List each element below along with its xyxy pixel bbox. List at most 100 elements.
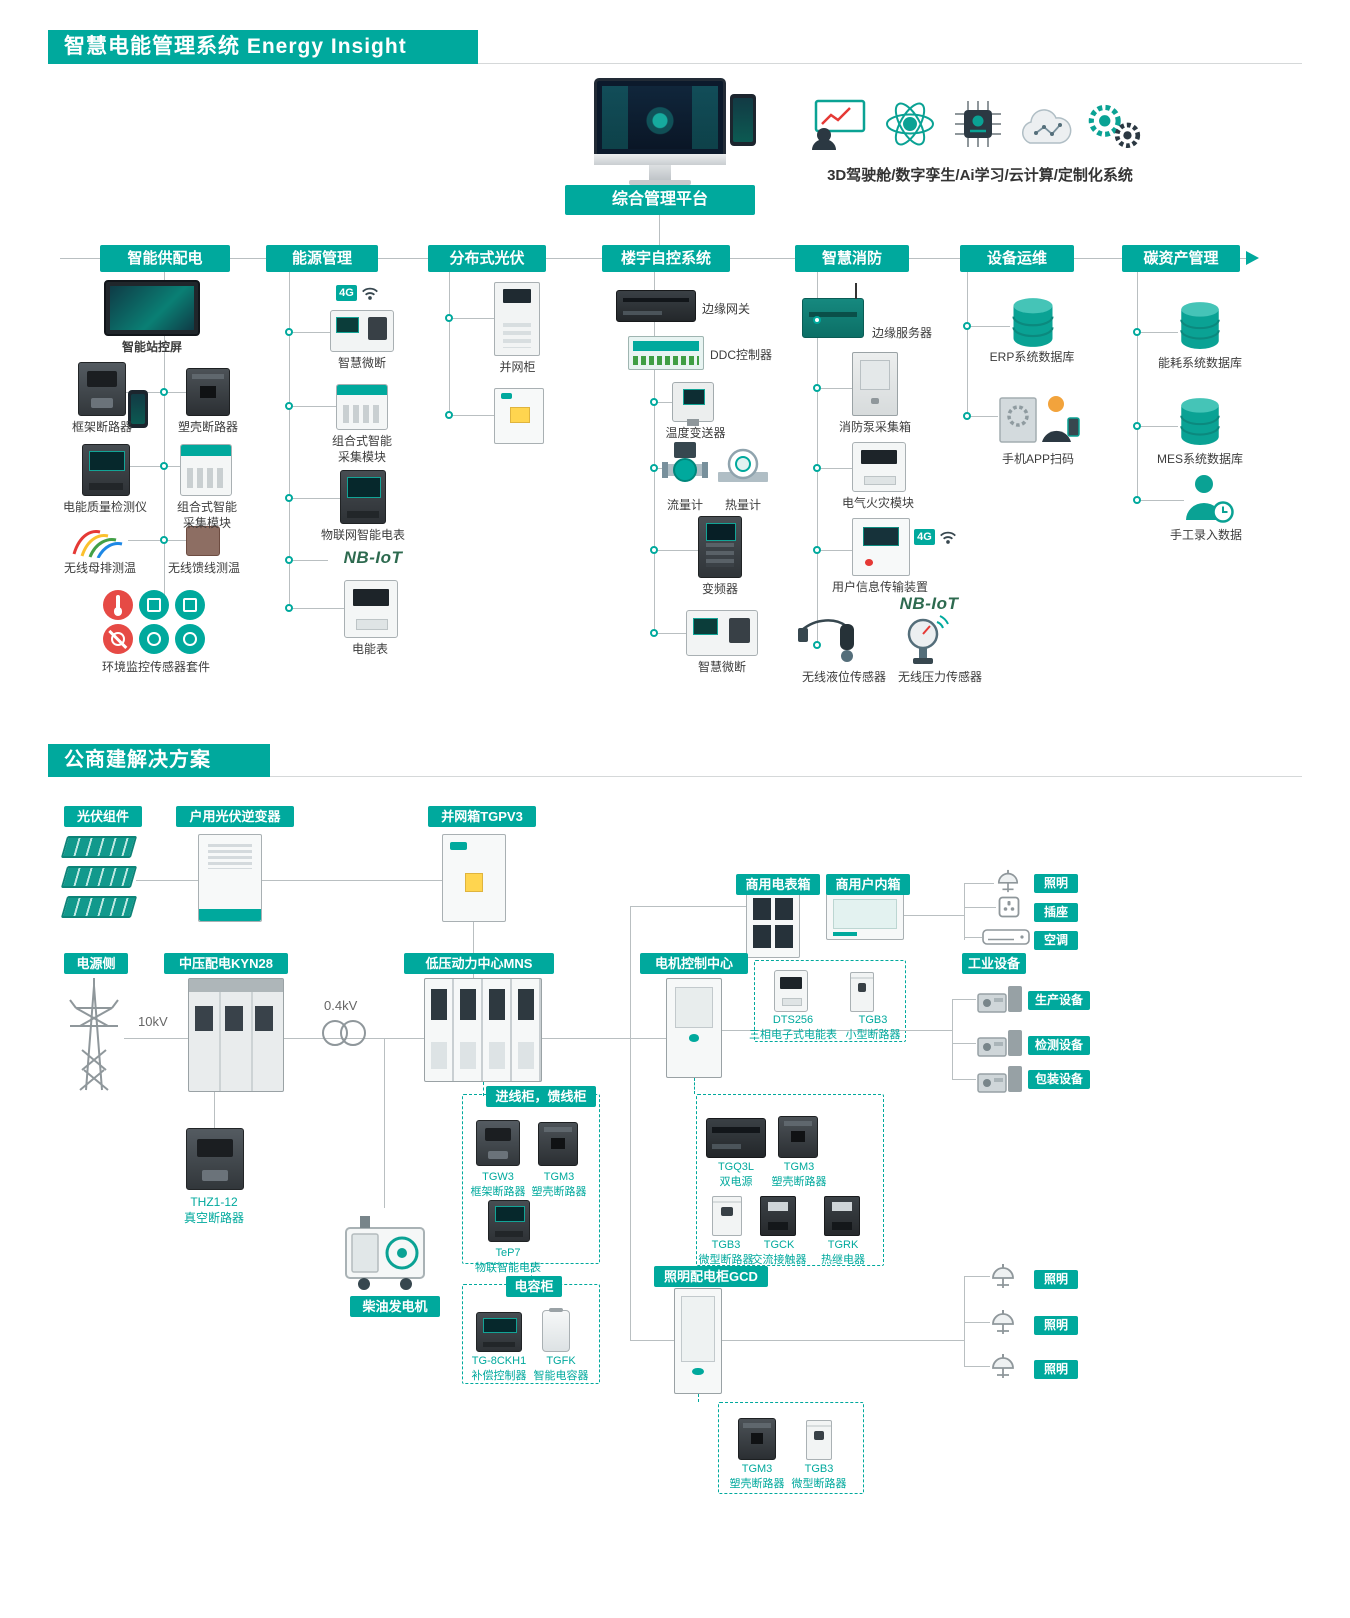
connector — [964, 1276, 965, 1366]
key-sensor-icon — [175, 624, 205, 654]
header-rule — [478, 63, 1302, 64]
node — [813, 641, 821, 649]
category-building-automation: 楼宇自控系统 — [602, 245, 730, 272]
riser-line — [630, 906, 631, 1340]
solar-panel — [60, 836, 138, 858]
tgb3-small-breaker-image — [850, 972, 874, 1012]
label-grid-connection-cabinet: 并网柜 — [499, 360, 536, 374]
dashed-connector — [698, 1394, 699, 1402]
edge-gateway-image — [616, 290, 696, 322]
tgb3-mini-breaker-image — [712, 1196, 742, 1236]
label-mes-database: MES系统数据库 — [1156, 452, 1243, 466]
tgm3-breaker-image — [538, 1122, 578, 1166]
connector — [654, 468, 664, 469]
connector — [449, 415, 494, 416]
connector — [630, 1340, 674, 1341]
person-clock-icon — [1184, 472, 1234, 524]
tech-caption: 3D驾驶舱/数字孪生/Ai学习/云计算/定制化系统 — [827, 167, 1133, 184]
col3-line — [449, 272, 450, 415]
node — [963, 412, 971, 420]
voltage-10kv: 10kV — [138, 1014, 168, 1029]
packaging-equipment-tag: 包装设备 — [1028, 1070, 1090, 1089]
iot-smart-meter-image — [340, 470, 386, 524]
monitor-chin — [594, 154, 726, 165]
platform-phone — [730, 94, 756, 146]
cloud-icon — [1016, 104, 1074, 148]
label-wireless-level-sensor: 无线液位传感器 — [801, 670, 886, 684]
dashed-connector — [694, 1078, 695, 1094]
node — [285, 402, 293, 410]
no-smoking-icon — [103, 624, 133, 654]
wifi-icon — [938, 528, 958, 545]
node — [285, 556, 293, 564]
label-wireless-pressure-sensor: 无线压力传感器 — [897, 670, 982, 684]
database-icon — [1178, 396, 1222, 446]
node — [813, 464, 821, 472]
node — [160, 536, 168, 544]
connector — [722, 1030, 952, 1031]
node — [813, 384, 821, 392]
connector — [1137, 500, 1184, 501]
user-info-transmission-device-image — [852, 518, 910, 576]
lighting-tag: 照明 — [1034, 874, 1078, 893]
node — [650, 398, 658, 406]
testing-equipment-tag: 检测设备 — [1028, 1036, 1090, 1055]
combined-acquisition-module-image — [180, 444, 232, 496]
gears-icon — [1082, 98, 1144, 152]
connector — [817, 468, 852, 469]
product-tgck: TGCK 交流接触器 — [751, 1239, 807, 1266]
smart-station-screen-image — [104, 280, 200, 336]
product-tgb3-mini-b: TGB3 微型断路器 — [791, 1463, 847, 1490]
product-tg8ckh1: TG-8CKH1 补偿控制器 — [471, 1355, 527, 1382]
node — [160, 388, 168, 396]
header-rule — [270, 776, 1302, 777]
socket-icon — [998, 896, 1020, 918]
commercial-meter-box-tag: 商用电表箱 — [736, 874, 820, 895]
connector — [1137, 426, 1178, 427]
connector — [289, 406, 336, 407]
monitor-screen — [594, 78, 726, 154]
tower-icon — [64, 974, 124, 1092]
motor-control-center-tag: 电机控制中心 — [640, 953, 748, 974]
connector — [654, 633, 686, 634]
grid-connection-box-image — [494, 388, 544, 444]
col5-line — [817, 272, 818, 645]
lighting-tag: 照明 — [1034, 1360, 1078, 1379]
label-vfd: 变频器 — [701, 582, 738, 596]
connector — [952, 1043, 976, 1044]
connector — [130, 466, 164, 467]
nb-iot-logo: NB-IoT — [899, 594, 959, 613]
temperature-transmitter-image — [672, 382, 714, 426]
connector — [904, 915, 964, 916]
label-frame-circuit-breaker: 框架断路器 — [71, 420, 132, 434]
lamp-icon — [990, 1308, 1016, 1336]
tgw3-breaker-image — [476, 1120, 520, 1166]
level-sensor-icon — [796, 616, 860, 666]
product-tgfk: TGFK 智能电容器 — [533, 1355, 589, 1382]
mcc-components-dashed-box — [696, 1094, 884, 1266]
product-tgm3-b: TGM3 塑壳断路器 — [771, 1161, 827, 1188]
product-tgq3l: TGQ3L 双电源 — [717, 1161, 755, 1188]
mv-distribution-tag: 中压配电KYN28 — [164, 953, 288, 974]
label-env-sensor-kit: 环境监控传感器套件 — [101, 660, 210, 674]
socket-tag: 插座 — [1034, 903, 1078, 922]
col6-line — [967, 272, 968, 415]
label-smart-station-screen: 智能站控屏 — [121, 340, 182, 354]
nb-iot-logo: NB-IoT — [343, 548, 403, 567]
tgm3-breaker-image — [738, 1418, 776, 1460]
connector — [164, 392, 186, 393]
connector — [817, 388, 852, 389]
node — [963, 322, 971, 330]
category-smart-fire: 智慧消防 — [795, 245, 909, 272]
category-smart-power-distribution: 智能供配电 — [100, 245, 230, 272]
database-icon — [1178, 300, 1222, 350]
label-energy-meter: 电能表 — [351, 642, 388, 656]
ai-chip-icon — [952, 98, 1004, 150]
machine-icon — [976, 1064, 1024, 1094]
connector — [384, 1038, 385, 1208]
mv-distribution-cabinet-image — [188, 978, 284, 1092]
product-thz1-12: THZ1-12 真空断路器 — [183, 1195, 244, 1226]
4g-label: 4G — [914, 528, 935, 545]
production-equipment-tag: 生产设备 — [1028, 991, 1090, 1010]
water-sensor-icon — [139, 624, 169, 654]
